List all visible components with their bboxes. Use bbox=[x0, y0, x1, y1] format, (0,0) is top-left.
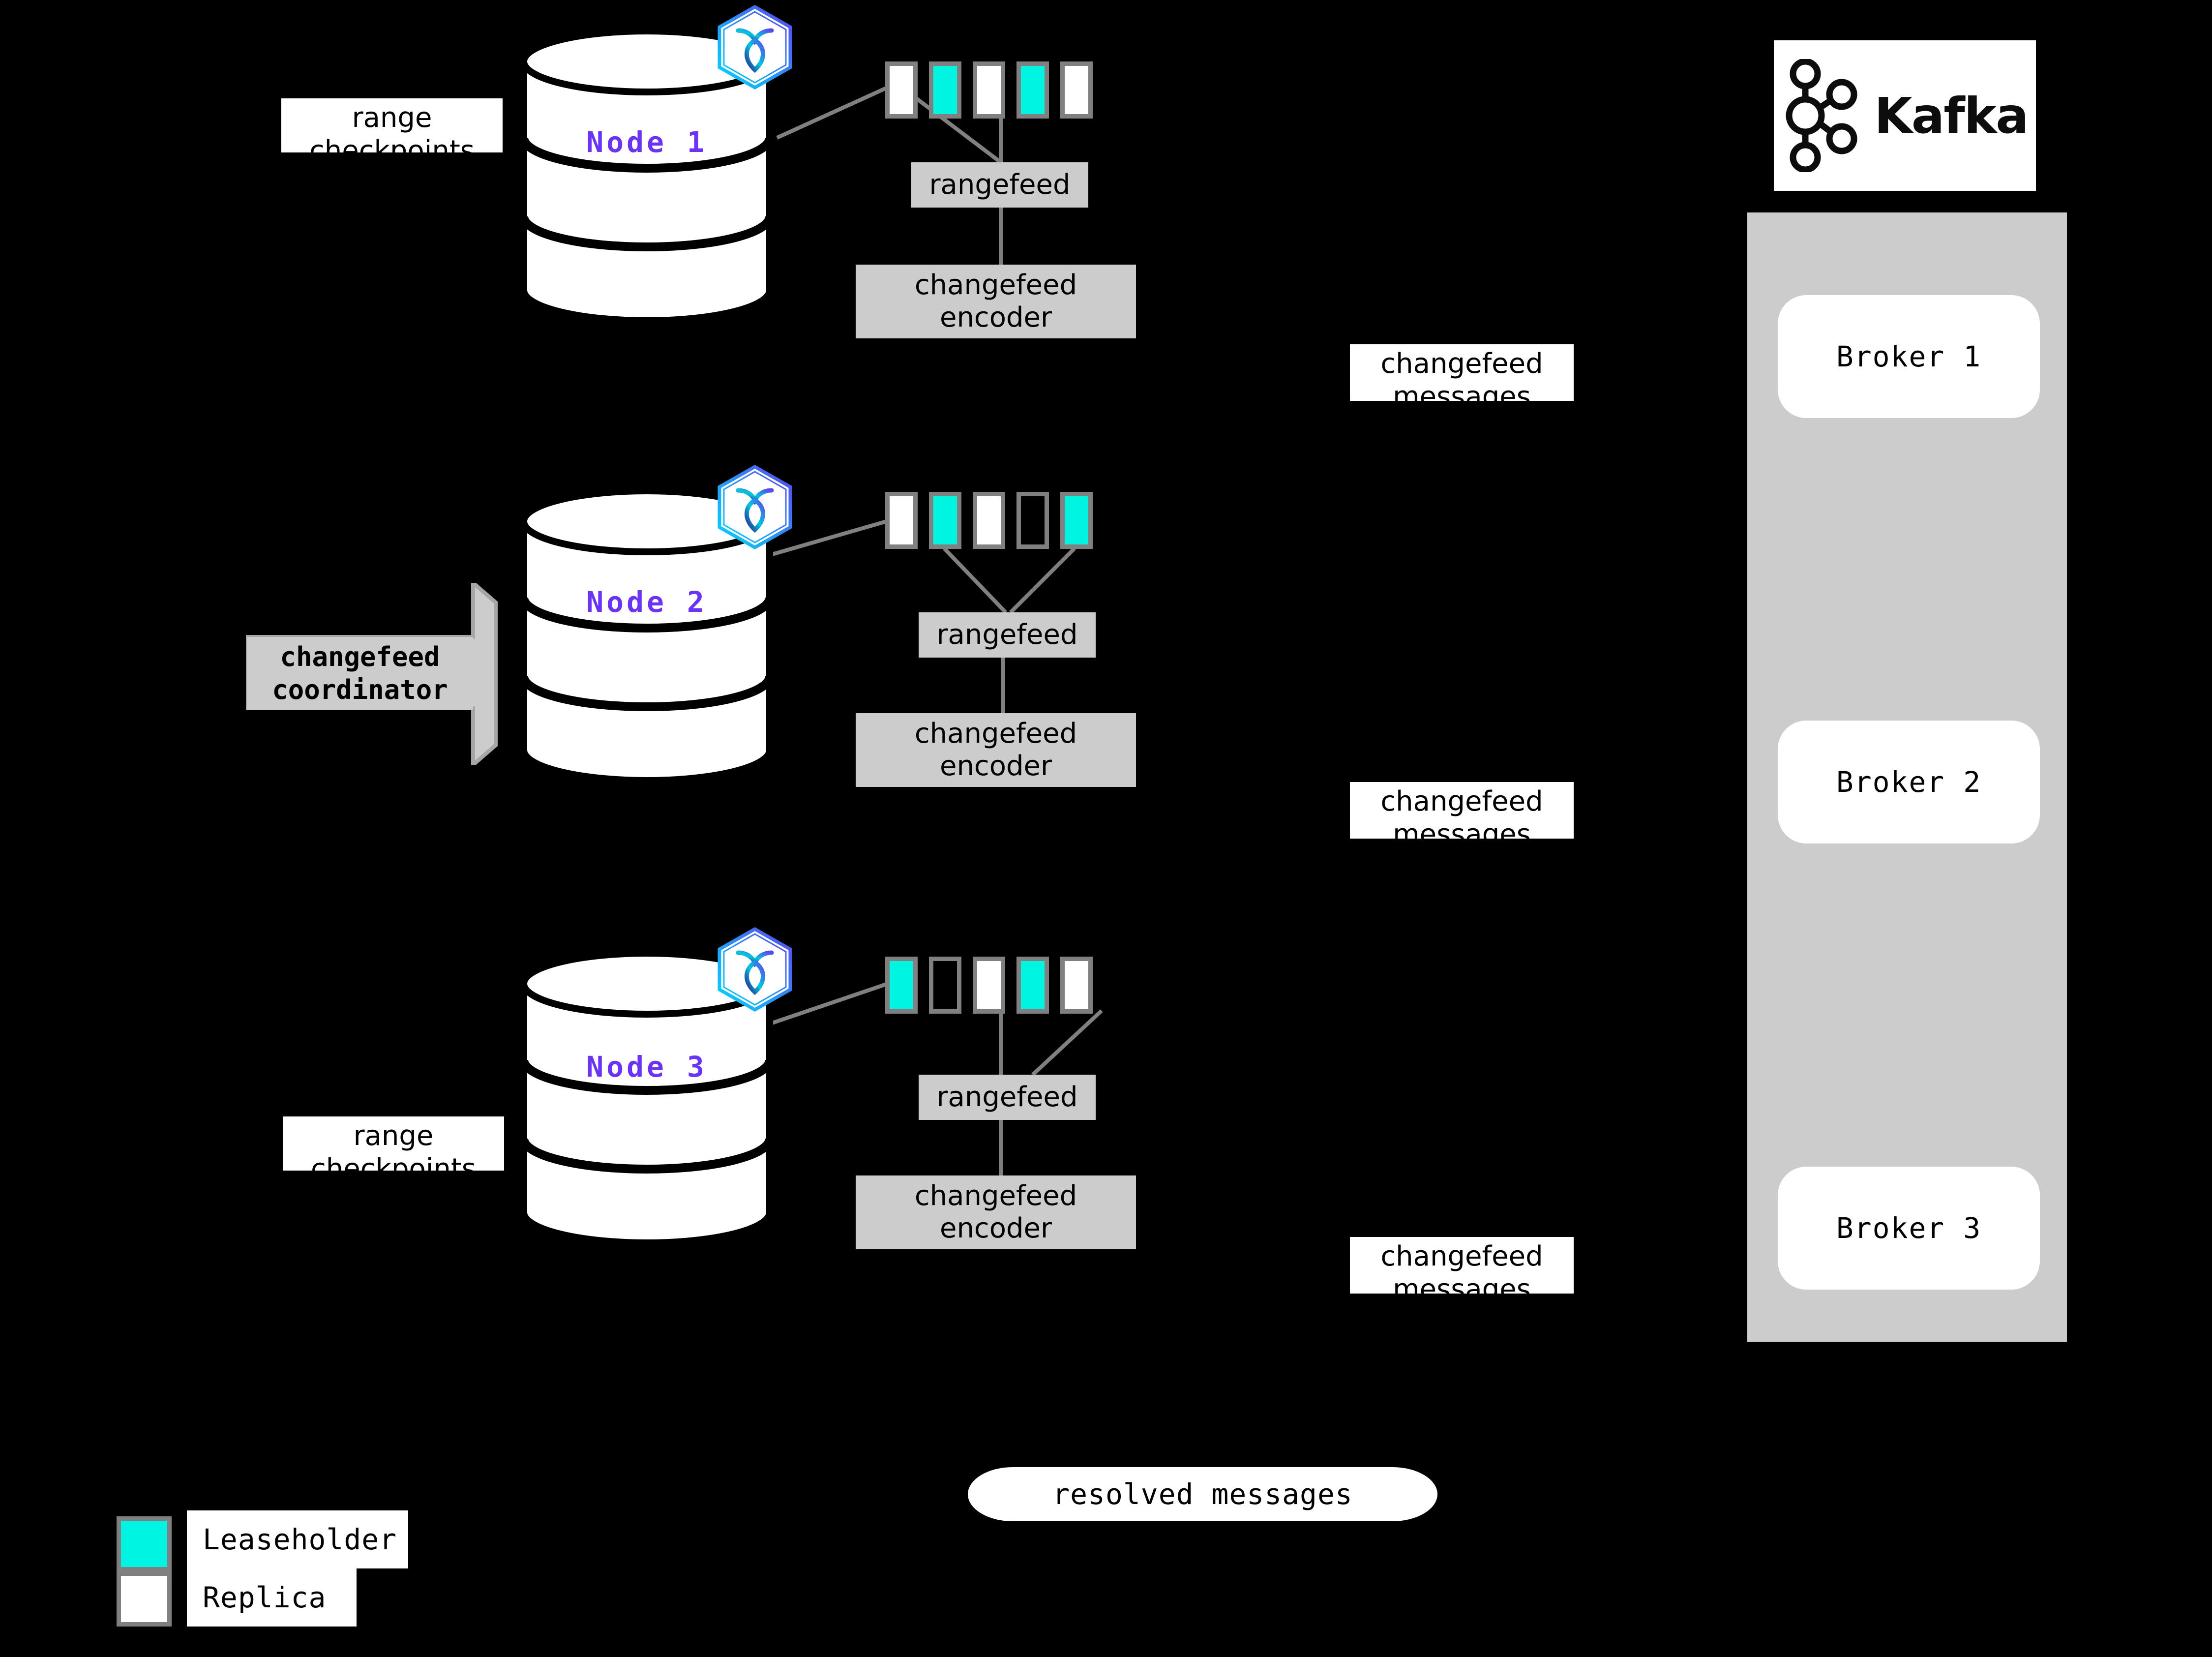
changefeed-messages-label-3: changefeed messages bbox=[1350, 1237, 1574, 1305]
coordinator-label-line2: coordinator bbox=[272, 674, 448, 705]
cockroachdb-logo-icon bbox=[716, 4, 794, 90]
coordinator-label-line1: changefeed bbox=[280, 641, 440, 672]
range-box bbox=[929, 61, 961, 119]
node-3-rangefeed-box: rangefeed bbox=[919, 1075, 1096, 1120]
broker-3[interactable]: Broker 3 bbox=[1778, 1167, 2040, 1290]
range-box bbox=[885, 492, 918, 549]
node-2-changefeed-encoder-box: changefeed encoder bbox=[856, 713, 1136, 787]
range-box bbox=[1016, 957, 1049, 1014]
kafka-graph-icon bbox=[1786, 59, 1857, 172]
cockroachdb-logo-icon bbox=[716, 927, 794, 1012]
range-box bbox=[885, 957, 918, 1014]
legend-swatch-leaseholder bbox=[117, 1516, 172, 1571]
node-1-changefeed-encoder-box: changefeed encoder bbox=[856, 265, 1136, 338]
changefeed-coordinator: changefeed coordinator bbox=[244, 578, 521, 769]
range-box bbox=[885, 61, 918, 119]
kafka-wordmark: Kafka bbox=[1874, 87, 2029, 145]
coordinator-label: changefeed coordinator bbox=[247, 637, 473, 710]
kafka-logo: Kafka bbox=[1774, 40, 2036, 191]
legend-swatch-replica bbox=[117, 1571, 172, 1627]
resolved-messages-pill: resolved messages bbox=[968, 1467, 1437, 1521]
node-3-range-checkpoints-label: range checkpoints bbox=[283, 1116, 504, 1171]
node-2-range-row bbox=[885, 492, 1093, 549]
range-box bbox=[973, 957, 1005, 1014]
changefeed-messages-label-1: changefeed messages bbox=[1350, 344, 1574, 413]
node-1-cylinder bbox=[516, 27, 777, 322]
broker-2[interactable]: Broker 2 bbox=[1778, 721, 2040, 844]
range-box bbox=[1016, 61, 1049, 119]
node-3-label: Node 3 bbox=[586, 1050, 707, 1084]
node-3-changefeed-encoder-box: changefeed encoder bbox=[856, 1175, 1136, 1249]
range-box bbox=[1060, 957, 1093, 1014]
range-box bbox=[929, 492, 961, 549]
broker-1[interactable]: Broker 1 bbox=[1778, 295, 2040, 418]
node-2-rangefeed-box: rangefeed bbox=[919, 612, 1096, 658]
range-box bbox=[1016, 492, 1049, 549]
range-box bbox=[1060, 492, 1093, 549]
node-1-range-row bbox=[885, 61, 1093, 119]
cockroachdb-logo-icon bbox=[716, 464, 794, 550]
range-box bbox=[973, 61, 1005, 119]
node-2-label: Node 2 bbox=[586, 585, 707, 619]
node-2-cylinder bbox=[516, 487, 777, 782]
node-3-range-row bbox=[885, 957, 1093, 1014]
legend-label-replica: Replica bbox=[187, 1568, 357, 1627]
changefeed-messages-label-2: changefeed messages bbox=[1350, 782, 1574, 850]
node-1-rangefeed-box: rangefeed bbox=[911, 162, 1088, 208]
node-1-label: Node 1 bbox=[586, 125, 707, 159]
node-1-range-checkpoints-label: range checkpoints bbox=[281, 98, 503, 152]
range-box bbox=[973, 492, 1005, 549]
range-box bbox=[929, 957, 961, 1014]
range-box bbox=[1060, 61, 1093, 119]
legend-label-leaseholder: Leaseholder bbox=[187, 1510, 408, 1568]
